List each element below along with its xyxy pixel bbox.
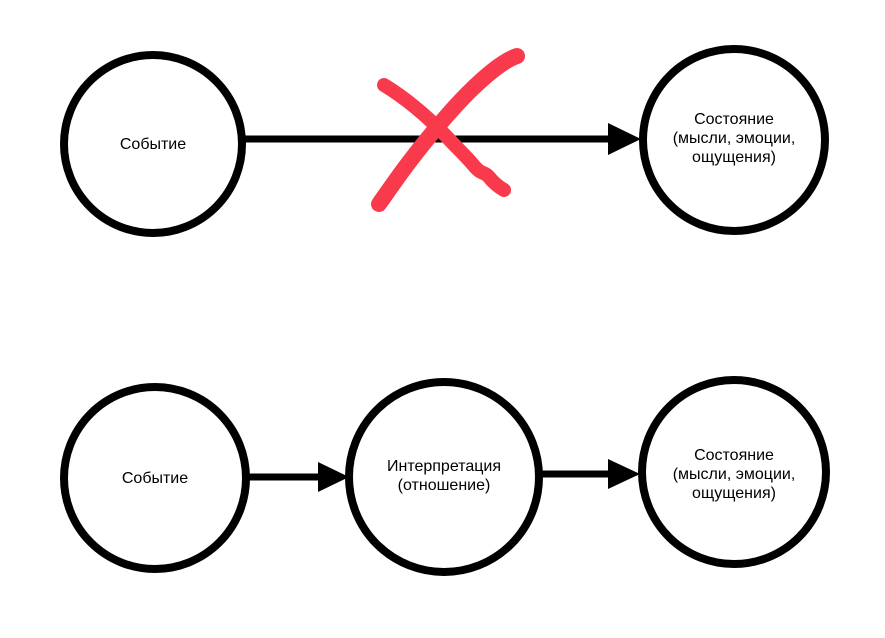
arrow-bottom-right [541, 459, 640, 489]
state-label-top-line1: Состояние [694, 111, 774, 128]
top-row: Событие Состояние (мысли, эмоции, ощущен… [60, 45, 829, 237]
interpretation-circle [345, 378, 543, 576]
state-label-top-line2: (мысли, эмоции, [673, 130, 796, 147]
state-label-bottom-line1: Состояние [694, 447, 774, 464]
state-label-bottom-line3: ощущения) [692, 485, 776, 502]
cross-out-x-icon [371, 48, 525, 212]
arrow-bottom-right-head [608, 459, 640, 489]
event-label-top: Событие [120, 136, 186, 153]
arrow-bottom-left-head [318, 462, 349, 492]
interpretation-label-line1: Интерпретация [387, 458, 501, 475]
state-label-bottom: Состояние (мысли, эмоции, ощущения) [673, 447, 796, 502]
interpretation-label: Интерпретация (отношение) [387, 458, 501, 494]
interpretation-label-line2: (отношение) [398, 477, 491, 494]
event-label-bottom: Событие [122, 470, 188, 487]
arrow-top-head [608, 123, 641, 155]
state-label-top-line3: ощущения) [692, 149, 776, 166]
state-circle-top [639, 45, 829, 235]
event-circle-bottom [60, 383, 250, 573]
state-label-bottom-line2: (мысли, эмоции, [673, 466, 796, 483]
state-circle-bottom [638, 376, 830, 568]
arrow-bottom-left [248, 462, 349, 492]
bottom-row: Событие Интерпретация (отношение) Состоя… [60, 376, 830, 576]
cross-stroke-left-to-right [377, 78, 511, 197]
event-circle-top [60, 51, 246, 237]
state-label-top: Состояние (мысли, эмоции, ощущения) [673, 111, 796, 166]
